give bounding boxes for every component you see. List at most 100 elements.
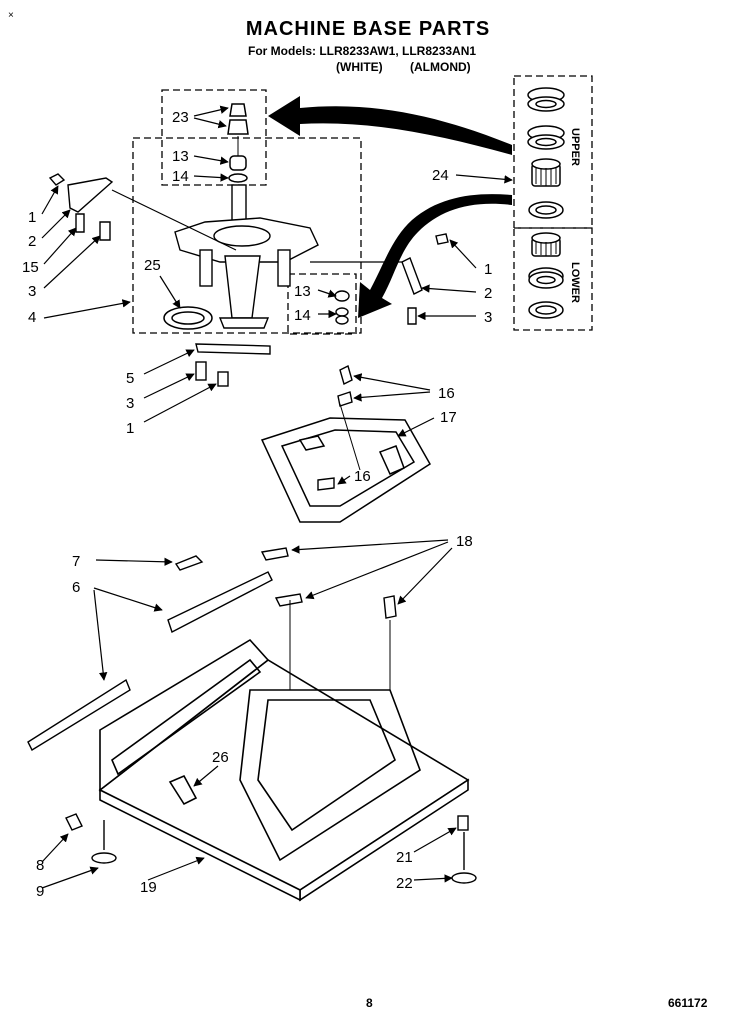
bolt-1c: [217, 371, 229, 387]
corner-mark: ×: [8, 10, 14, 21]
callout-5: 5: [126, 370, 134, 387]
callout-6: 6: [72, 579, 80, 596]
callout-16: 16: [438, 385, 455, 402]
clip-18a: [260, 547, 289, 561]
spring-3a: [99, 221, 111, 241]
callout-13-right: 13: [294, 283, 311, 300]
bracket-2a: [67, 177, 114, 213]
right-bracket-parts: [401, 233, 449, 325]
lower-gear: [531, 232, 561, 257]
spring-3c: [195, 361, 207, 381]
plug-8: [65, 813, 83, 831]
callout-23: 23: [172, 109, 189, 126]
upper-bushing-2: [527, 125, 565, 150]
callout-18: 18: [456, 533, 473, 550]
upper-ring: [528, 201, 564, 219]
drive-block: [174, 184, 319, 329]
bushing-kit: [527, 87, 565, 319]
hub-parts: [227, 103, 249, 183]
callout-17: 17: [440, 409, 457, 426]
callout-2: 2: [28, 233, 36, 250]
upper-bushing-1: [527, 87, 565, 112]
callout-15: 15: [22, 259, 39, 276]
cap-upper: [229, 103, 247, 117]
callout-14-right: 14: [294, 307, 311, 324]
label-upper: UPPER: [569, 128, 581, 166]
washer-25: [163, 306, 213, 330]
page-number: 8: [366, 996, 373, 1010]
frame-snubber-parts: [287, 273, 357, 335]
callouts: 23 13 14 24 1 2 15 3 4 25 13 14 1 2 3 5 …: [22, 109, 492, 900]
callout-3-right: 3: [484, 309, 492, 326]
bushing-13: [229, 155, 247, 171]
upper-gear: [531, 158, 561, 187]
arrow-lower-kit: [358, 194, 512, 318]
bolt-1b: [435, 233, 449, 245]
frame-drive-assembly: [132, 137, 362, 334]
machine-base-19: [98, 638, 470, 902]
lower-bushing: [528, 267, 564, 289]
callout-25: 25: [144, 257, 161, 274]
spring-3b: [407, 307, 417, 325]
callout-16-lower: 16: [354, 468, 371, 485]
part-linking-lines: [237, 136, 391, 690]
callout-21: 21: [396, 849, 413, 866]
cap-lower: [227, 119, 249, 135]
model-list: For Models: LLR8233AW1, LLR8233AN1: [248, 44, 477, 58]
center-leg: [224, 255, 261, 319]
arrow-upper-kit: [268, 96, 512, 155]
callout-3-lower: 3: [126, 395, 134, 412]
callout-1: 1: [28, 209, 36, 226]
left-bracket-parts: [48, 173, 114, 241]
snubber-ring-17: [260, 417, 432, 523]
spring-15: [75, 213, 85, 233]
lower-bracket-parts: [195, 343, 271, 387]
hub-plate: [213, 225, 271, 247]
group-arrows: [268, 96, 512, 318]
callout-26: 26: [212, 749, 229, 766]
callout-4: 4: [28, 309, 36, 326]
snubbers-right: [334, 290, 350, 325]
rail-6-upper: [167, 571, 273, 633]
callout-14: 14: [172, 168, 189, 185]
leader-bracket-to-block: [111, 189, 237, 251]
callout-8: 8: [36, 857, 44, 874]
lower-ring: [528, 301, 564, 319]
clip-26: [168, 774, 198, 806]
callout-19: 19: [140, 879, 157, 896]
pad-7: [174, 555, 204, 571]
callout-3: 3: [28, 283, 36, 300]
dashed-frames: [132, 75, 593, 335]
middle-parts: [27, 547, 397, 751]
leveling-legs: [65, 813, 477, 884]
foot-22: [451, 872, 477, 884]
leg-right: [277, 249, 291, 287]
variant-white: (WHITE): [336, 60, 383, 74]
label-lower: LOWER: [569, 262, 581, 303]
bracket-2b: [401, 257, 423, 295]
nut-21: [457, 815, 469, 831]
callout-22: 22: [396, 875, 413, 892]
callout-24: 24: [432, 167, 449, 184]
leader-lines: [41, 105, 513, 889]
callout-13: 13: [172, 148, 189, 165]
callout-1-right: 1: [484, 261, 492, 278]
callout-9: 9: [36, 883, 44, 900]
callout-2-right: 2: [484, 285, 492, 302]
callout-7: 7: [72, 553, 80, 570]
frame-lower-kit: [513, 227, 593, 331]
leg-foot: [218, 317, 270, 329]
snubber-pads-16: [317, 364, 353, 491]
rail-6-lower: [27, 678, 131, 751]
page-title: MACHINE BASE PARTS: [245, 18, 491, 40]
clip-18c: [383, 595, 397, 619]
bolt-1a: [48, 173, 66, 186]
leg-left: [199, 249, 213, 287]
clip-18b: [274, 593, 303, 607]
callout-1-lower: 1: [126, 420, 134, 437]
bracket-5: [195, 343, 271, 355]
document-id: 661172: [668, 996, 708, 1010]
variant-almond: (ALMOND): [410, 60, 471, 74]
